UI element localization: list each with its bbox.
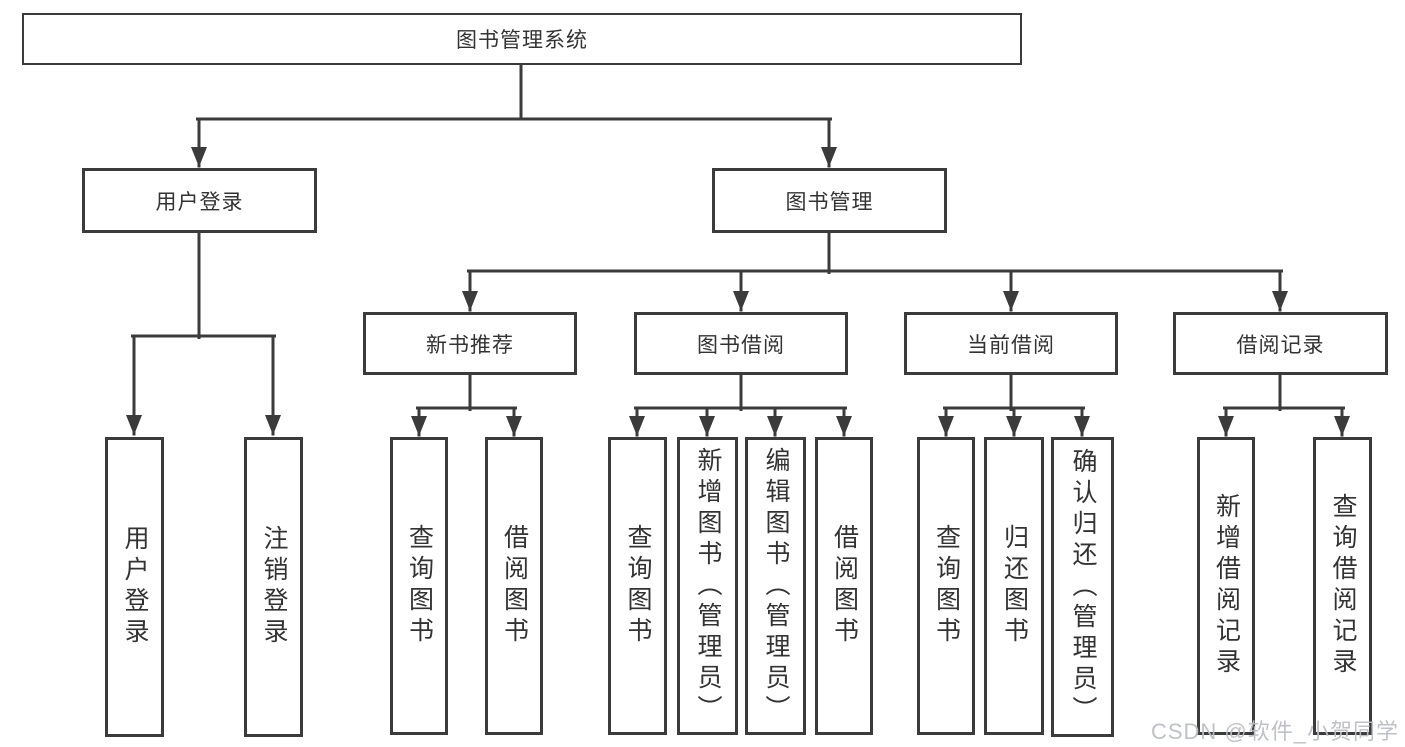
leaf-query-books-recommend: 查询图书 (390, 437, 448, 735)
node-user-login: 用户登录 (82, 168, 317, 233)
node-book-management: 图书管理 (712, 168, 947, 233)
leaf-confirm-return-admin: 确认归还（管理员） (1051, 437, 1114, 737)
csdn-watermark: CSDN @软件_小贺同学 (1150, 719, 1399, 744)
leaf-user-login: 用户登录 (105, 437, 164, 737)
leaf-borrow-books: 借阅图书 (815, 437, 873, 735)
leaf-query-books-current: 查询图书 (917, 437, 975, 735)
leaf-borrow-books-recommend: 借阅图书 (485, 437, 543, 735)
leaf-logout: 注销登录 (244, 437, 303, 737)
node-current-borrowing: 当前借阅 (904, 312, 1118, 375)
node-book-borrowing: 图书借阅 (634, 312, 848, 375)
leaf-edit-books-admin: 编辑图书（管理员） (745, 437, 806, 735)
leaf-query-borrow-record: 查询借阅记录 (1313, 437, 1372, 735)
leaf-add-books-admin: 新增图书（管理员） (677, 437, 738, 735)
node-new-book-recommend: 新书推荐 (363, 312, 577, 375)
leaf-return-books: 归还图书 (984, 437, 1044, 735)
leaf-query-books-borrow: 查询图书 (608, 437, 667, 735)
leaf-add-borrow-record: 新增借阅记录 (1197, 437, 1255, 735)
node-borrowing-records: 借阅记录 (1173, 312, 1388, 375)
node-root-library-system: 图书管理系统 (22, 13, 1022, 65)
